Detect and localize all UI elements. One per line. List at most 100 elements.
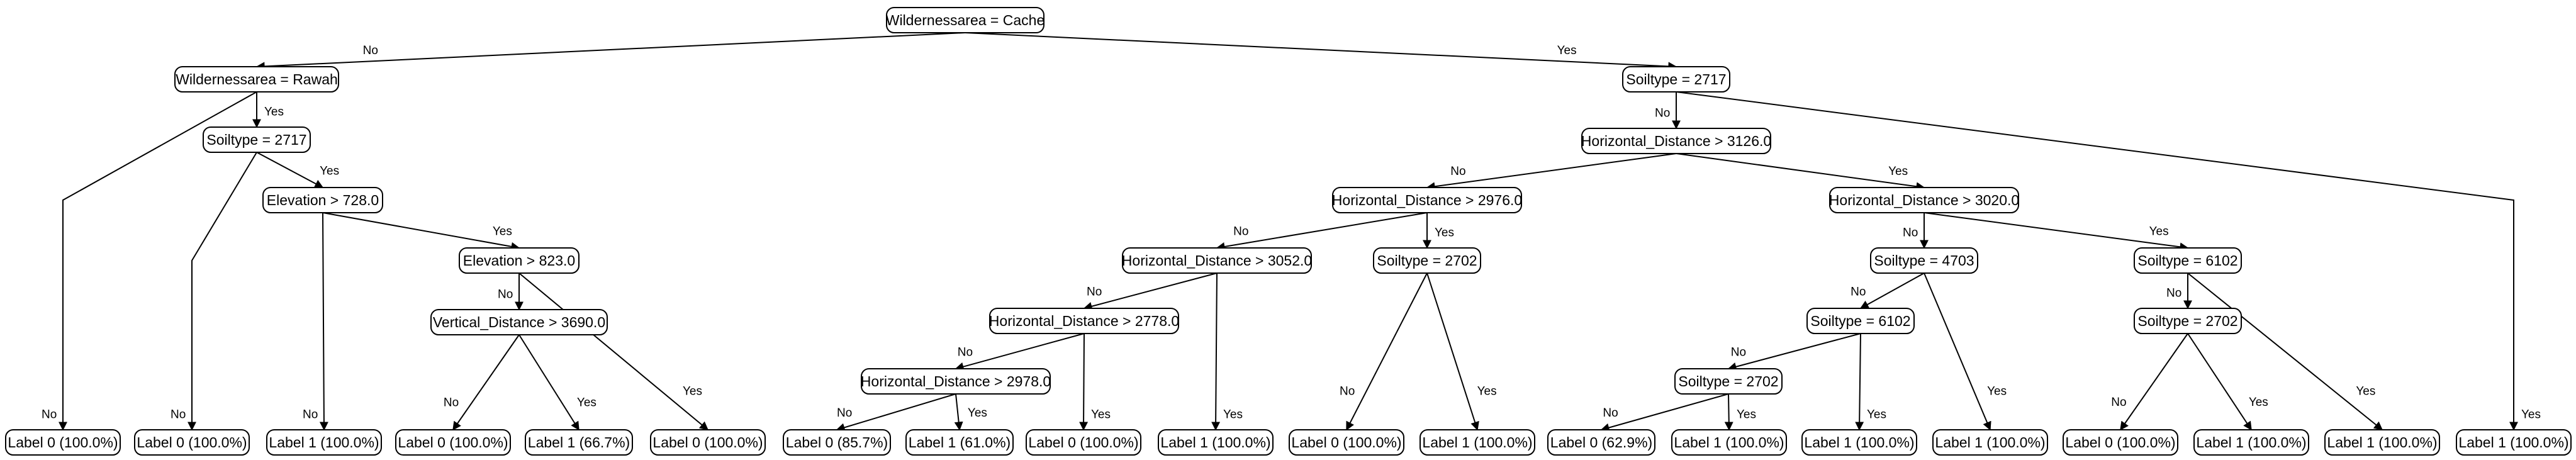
leaf-label: Label 1 (100.0%) xyxy=(269,434,379,451)
split-condition: Elevation > 728.0 xyxy=(267,192,379,208)
leaf-node: Label 1 (66.7%) xyxy=(525,429,633,456)
node-box xyxy=(1674,368,1783,395)
split-condition: Horizontal_Distance > 2778.0 xyxy=(989,313,1179,329)
node-box xyxy=(1289,429,1404,456)
node-box xyxy=(203,126,311,153)
leaf-node: Label 1 (61.0%) xyxy=(905,429,1014,456)
edge-n7-n8 xyxy=(1426,153,1677,191)
edge-label-no: No xyxy=(958,345,973,359)
leaf-label: Label 0 (100.0%) xyxy=(398,434,508,451)
decision-node: Soiltype = 2702 xyxy=(1373,247,1481,274)
edge-label-yes: Yes xyxy=(1091,408,1111,422)
node-box xyxy=(1547,429,1655,456)
edge-label-yes: Yes xyxy=(968,407,987,420)
node-box xyxy=(1622,66,1730,93)
decision-node: Soiltype = 4703 xyxy=(1870,247,1978,274)
edge-label-no: No xyxy=(1233,225,1248,238)
leaf-label: Label 1 (100.0%) xyxy=(1422,434,1532,451)
split-condition: Soiltype = 2702 xyxy=(1678,373,1778,390)
edge-label-yes: Yes xyxy=(320,164,339,177)
leaf-label: Label 0 (100.0%) xyxy=(1028,434,1138,451)
leaf-node: Label 0 (100.0%) xyxy=(134,429,250,456)
leaf-node: Label 0 (100.0%) xyxy=(1289,429,1404,456)
edge-label-no: No xyxy=(1903,227,1918,240)
edge-label-no: No xyxy=(42,408,57,422)
edge-n5-L4 xyxy=(518,334,580,431)
split-condition: Elevation > 823.0 xyxy=(463,252,575,269)
leaf-label: Label 1 (100.0%) xyxy=(1935,434,2045,451)
edge-n9-L9 xyxy=(1211,272,1221,431)
leaf-node: Label 0 (100.0%) xyxy=(5,429,121,456)
edge-n4-L5 xyxy=(518,272,709,430)
edge-n10-n11 xyxy=(955,333,1085,371)
decision-node: Horizontal_Distance > 2978.0 xyxy=(861,368,1051,395)
edge-label-no: No xyxy=(498,288,513,301)
node-box xyxy=(2134,247,2242,274)
edge-n0-n1 xyxy=(255,32,966,71)
split-condition: Soiltype = 2717 xyxy=(1626,71,1726,87)
leaf-node: Label 0 (100.0%) xyxy=(1026,429,1141,456)
leaf-node: Label 0 (100.0%) xyxy=(395,429,511,456)
node-box xyxy=(5,429,121,456)
edge-label-yes: Yes xyxy=(493,225,512,238)
edge-label-yes: Yes xyxy=(577,396,596,409)
leaf-label: Label 0 (85.7%) xyxy=(786,434,888,451)
leaf-label: Label 0 (100.0%) xyxy=(1291,434,1401,451)
decision-node: Horizontal_Distance > 3052.0 xyxy=(1122,247,1312,274)
leaf-label: Label 0 (62.9%) xyxy=(1550,434,1652,451)
leaf-node: Label 0 (100.0%) xyxy=(650,429,766,456)
node-box xyxy=(1801,429,1917,456)
decision-node: Soiltype = 2717 xyxy=(1622,66,1730,93)
edge-label-no: No xyxy=(1340,385,1355,398)
edge-n3-L2 xyxy=(319,212,328,431)
leaf-label: Label 1 (100.0%) xyxy=(2196,434,2306,451)
node-box xyxy=(1932,429,2048,456)
node-box xyxy=(2456,429,2572,456)
leaf-node: Label 0 (100.0%) xyxy=(2063,429,2178,456)
edge-n11-L7 xyxy=(954,393,963,431)
node-box xyxy=(1332,187,1522,213)
edge-n11-L6 xyxy=(836,393,956,432)
leaf-label: Label 0 (100.0%) xyxy=(8,434,118,451)
edge-n16-L13 xyxy=(1724,393,1733,431)
edge-n2-n3 xyxy=(256,152,324,188)
decision-node: Soiltype = 2702 xyxy=(1674,368,1783,395)
edge-n16-L12 xyxy=(1600,393,1729,432)
edge-n0-n6 xyxy=(965,32,1677,71)
edge-label-yes: Yes xyxy=(1888,165,1908,178)
edge-label-yes: Yes xyxy=(1867,408,1886,422)
node-box xyxy=(650,429,766,456)
edge-n1-L0 xyxy=(59,91,257,431)
split-condition: Soiltype = 6102 xyxy=(2137,252,2237,269)
node-box xyxy=(430,309,608,335)
decision-node: Vertical_Distance > 3690.0 xyxy=(430,309,608,335)
split-condition: Soiltype = 4703 xyxy=(1874,252,1974,269)
edge-label-no: No xyxy=(1603,407,1618,420)
leaf-node: Label 1 (100.0%) xyxy=(2324,429,2440,456)
edge-label-no: No xyxy=(363,44,378,57)
split-condition: Soiltype = 2717 xyxy=(206,132,306,148)
leaf-node: Label 1 (100.0%) xyxy=(1932,429,2048,456)
split-condition: Horizontal_Distance > 2976.0 xyxy=(1332,192,1522,208)
leaf-node: Label 1 (100.0%) xyxy=(1801,429,1917,456)
edge-label-no: No xyxy=(171,408,186,422)
edge-label-yes: Yes xyxy=(1477,385,1497,398)
edge-label-no: No xyxy=(837,407,852,420)
leaf-label: Label 1 (100.0%) xyxy=(2327,434,2437,451)
node-box xyxy=(861,368,1051,395)
node-box xyxy=(1420,429,1535,456)
edge-n3-n4 xyxy=(322,212,520,251)
edge-label-yes: Yes xyxy=(1435,227,1454,240)
node-box xyxy=(1373,247,1481,274)
leaf-label: Label 1 (61.0%) xyxy=(909,434,1011,451)
node-box xyxy=(905,429,1014,456)
decision-node: Horizontal_Distance > 2778.0 xyxy=(989,308,1179,334)
decision-node: Wildernessarea = Rawah xyxy=(174,66,339,93)
leaf-label: Label 1 (100.0%) xyxy=(1804,434,1914,451)
split-condition: Horizontal_Distance > 2978.0 xyxy=(861,373,1051,390)
edge-label-no: No xyxy=(1731,345,1746,359)
split-condition: Horizontal_Distance > 3020.0 xyxy=(1829,192,2019,208)
decision-node: Elevation > 823.0 xyxy=(459,247,580,274)
leaf-label: Label 1 (100.0%) xyxy=(2458,434,2568,451)
